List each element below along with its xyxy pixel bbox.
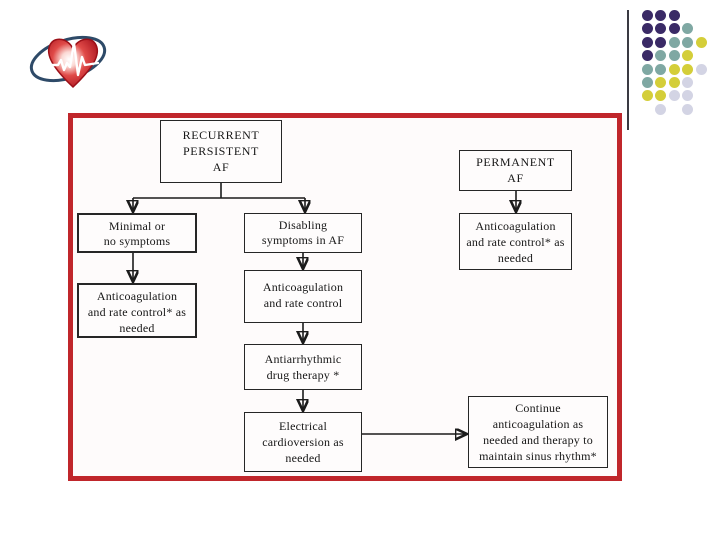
dot (655, 50, 667, 62)
dot (655, 77, 667, 88)
dot (668, 36, 680, 48)
vertical-divider (627, 10, 629, 130)
dot (642, 90, 653, 102)
node-minimal-symptoms: Minimal or no symptoms (77, 213, 197, 253)
dot (668, 90, 680, 102)
ecg-trace-icon (46, 41, 100, 77)
dot (682, 103, 694, 115)
dot (682, 50, 694, 62)
dot (695, 63, 707, 75)
dot (655, 90, 667, 102)
dot (642, 77, 653, 88)
dot (642, 36, 653, 48)
dot (695, 36, 707, 48)
node-anticoagulation-middle: Anticoagulation and rate control (244, 270, 362, 323)
dot (642, 50, 653, 62)
heart-ecg-logo (29, 35, 107, 89)
dot (655, 36, 667, 48)
node-continue-anticoagulation: Continue anticoagulation as needed and t… (468, 396, 608, 468)
dot (682, 36, 694, 48)
dots-pattern (640, 8, 714, 122)
dot (642, 10, 653, 21)
node-anticoagulation-left: Anticoagulation and rate control* as nee… (77, 283, 197, 338)
node-anticoagulation-right: Anticoagulation and rate control* as nee… (459, 213, 572, 270)
dot (682, 90, 694, 102)
dot (668, 10, 680, 21)
dot (642, 23, 653, 35)
node-recurrent-persistent-af: RECURRENT PERSISTENT AF (160, 120, 282, 183)
flowchart-edges (73, 183, 617, 476)
dot (655, 23, 667, 35)
dot (655, 63, 667, 75)
dot (655, 10, 667, 21)
dot (668, 23, 680, 35)
node-disabling-symptoms: Disabling symptoms in AF (244, 213, 362, 253)
heart-icon (48, 38, 98, 89)
node-electrical-cardioversion: Electrical cardioversion as needed (244, 412, 362, 472)
dot (668, 63, 680, 75)
dot (682, 23, 694, 35)
node-antiarrhythmic-therapy: Antiarrhythmic drug therapy * (244, 344, 362, 390)
node-permanent-af: PERMANENT AF (459, 150, 572, 191)
dot (668, 50, 680, 62)
dot (682, 63, 694, 75)
dot (642, 63, 653, 75)
flowchart: RECURRENT PERSISTENT AF PERMANENT AF Min… (73, 118, 617, 476)
dot (682, 77, 694, 88)
dot (668, 77, 680, 88)
dot (655, 103, 667, 115)
chart-frame: RECURRENT PERSISTENT AF PERMANENT AF Min… (68, 113, 622, 481)
